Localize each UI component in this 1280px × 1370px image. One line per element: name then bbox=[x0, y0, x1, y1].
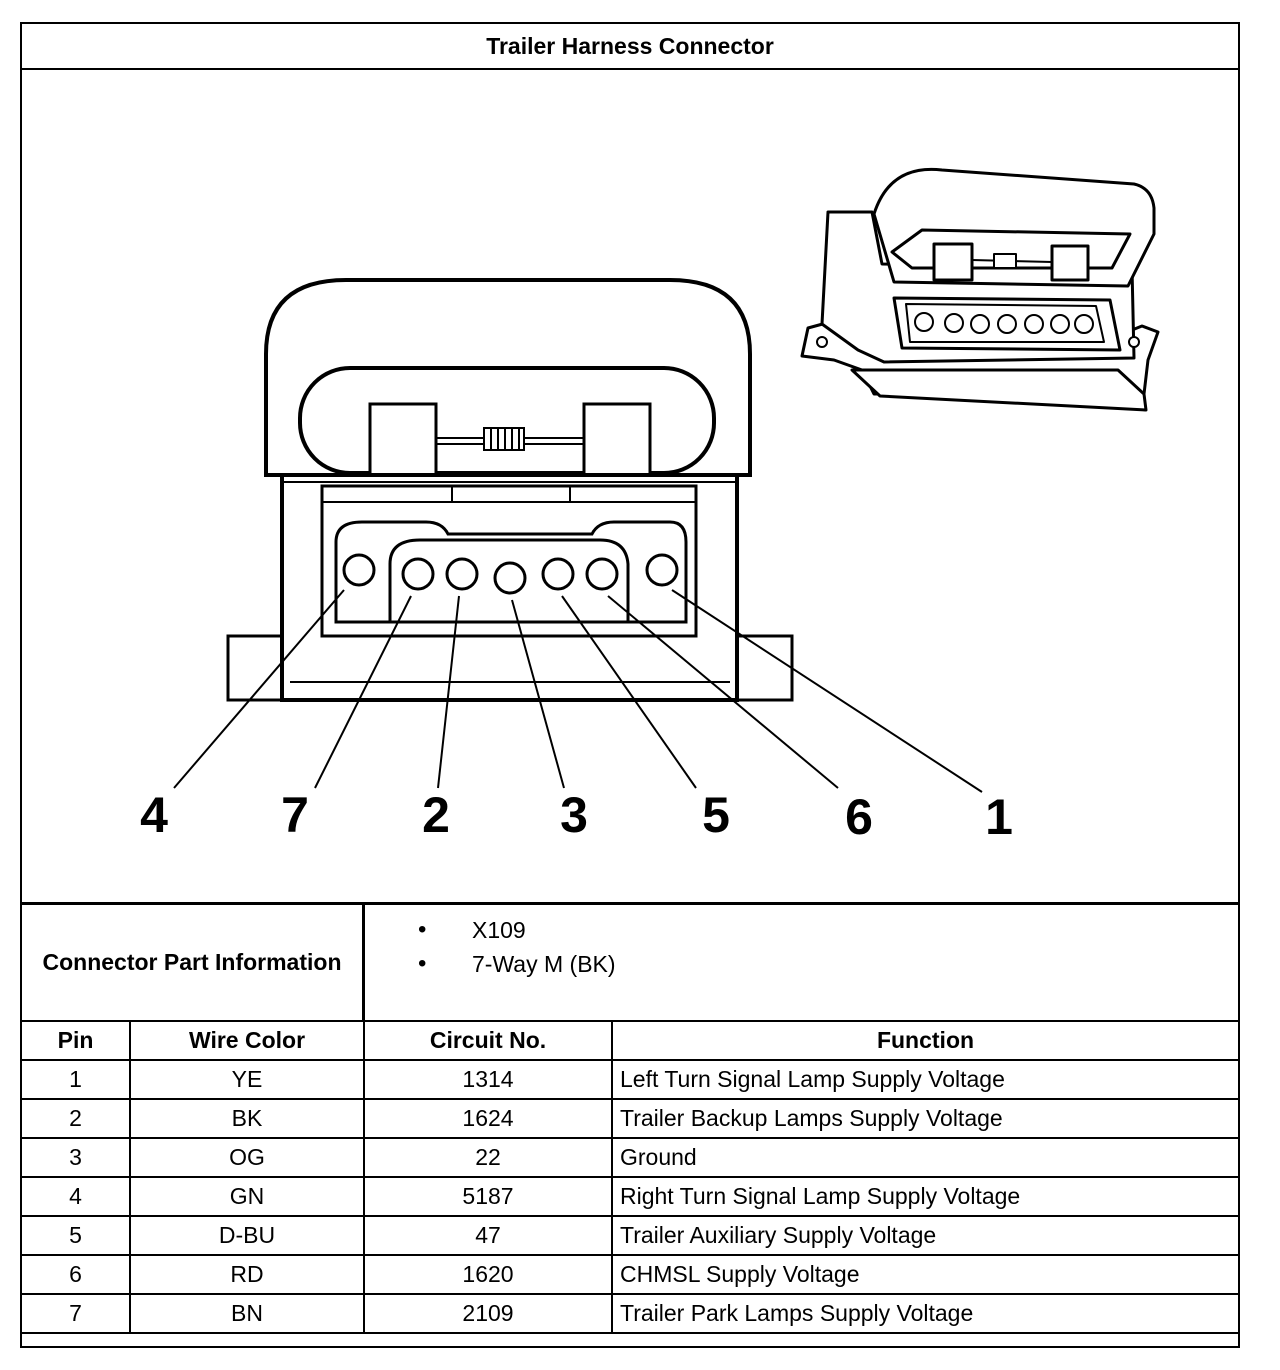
sheet-title: Trailer Harness Connector bbox=[22, 24, 1238, 70]
header-wire-color: Wire Color bbox=[129, 1020, 365, 1061]
table-row: 4 GN 5187 Right Turn Signal Lamp Supply … bbox=[20, 1176, 1240, 1217]
header-function: Function bbox=[611, 1020, 1240, 1061]
pin-callout-3: 3 bbox=[560, 787, 588, 843]
connector-diagram: 4 7 2 3 5 6 1 bbox=[140, 167, 1160, 845]
table-row: 3 OG 22 Ground bbox=[20, 1137, 1240, 1178]
circuit-cell: 2109 bbox=[363, 1293, 613, 1334]
table-row: 2 BK 1624 Trailer Backup Lamps Supply Vo… bbox=[20, 1098, 1240, 1139]
pin-table-header: Pin Wire Color Circuit No. Function bbox=[20, 1020, 1240, 1061]
wire-color-cell: YE bbox=[129, 1059, 365, 1100]
function-cell: Trailer Auxiliary Supply Voltage bbox=[611, 1215, 1240, 1256]
pin-callout-5: 5 bbox=[702, 787, 730, 843]
pin-6-contact bbox=[585, 557, 619, 591]
circuit-cell: 5187 bbox=[363, 1176, 613, 1217]
pin-3-contact bbox=[493, 561, 527, 595]
function-cell: Left Turn Signal Lamp Supply Voltage bbox=[611, 1059, 1240, 1100]
table-row: 5 D-BU 47 Trailer Auxiliary Supply Volta… bbox=[20, 1215, 1240, 1256]
table-row: 7 BN 2109 Trailer Park Lamps Supply Volt… bbox=[20, 1293, 1240, 1334]
function-cell: CHMSL Supply Voltage bbox=[611, 1254, 1240, 1295]
pin-callout-1: 1 bbox=[985, 789, 1013, 845]
leader-lines bbox=[173, 589, 983, 793]
connector-sheet: Trailer Harness Connector bbox=[20, 22, 1240, 1348]
part-info-item: 7-Way M (BK) bbox=[418, 949, 616, 983]
wire-color-cell: RD bbox=[129, 1254, 365, 1295]
part-info-item: X109 bbox=[418, 915, 616, 949]
connector-iso-view bbox=[800, 167, 1160, 412]
wire-color-cell: BK bbox=[129, 1098, 365, 1139]
pin-cell: 7 bbox=[20, 1293, 131, 1334]
pin-1-contact bbox=[645, 553, 679, 587]
wire-color-cell: GN bbox=[129, 1176, 365, 1217]
circuit-cell: 1620 bbox=[363, 1254, 613, 1295]
circuit-cell: 1624 bbox=[363, 1098, 613, 1139]
pin-callout-6: 6 bbox=[845, 789, 873, 845]
connector-part-info: Connector Part Information X109 7-Way M … bbox=[22, 902, 1238, 1022]
latch-opening bbox=[298, 366, 716, 475]
latch-tab-right bbox=[582, 402, 652, 478]
pin-table: Pin Wire Color Circuit No. Function 1 YE… bbox=[20, 1020, 1240, 1334]
latch-tab-left bbox=[368, 402, 438, 478]
part-info-list: X109 7-Way M (BK) bbox=[418, 915, 616, 983]
pin-cell: 5 bbox=[20, 1215, 131, 1256]
function-cell: Right Turn Signal Lamp Supply Voltage bbox=[611, 1176, 1240, 1217]
pin-2-contact bbox=[445, 557, 479, 591]
pin-cell: 4 bbox=[20, 1176, 131, 1217]
header-pin: Pin bbox=[20, 1020, 131, 1061]
pin-cell: 2 bbox=[20, 1098, 131, 1139]
iso-base-plate bbox=[850, 368, 1148, 412]
pin-4-contact bbox=[342, 553, 376, 587]
connector-face-view bbox=[173, 278, 983, 793]
wire-color-cell: D-BU bbox=[129, 1215, 365, 1256]
pin-cavity bbox=[334, 520, 688, 624]
table-row: 6 RD 1620 CHMSL Supply Voltage bbox=[20, 1254, 1240, 1295]
circuit-cell: 47 bbox=[363, 1215, 613, 1256]
pin-7-contact bbox=[401, 557, 435, 591]
circuit-cell: 1314 bbox=[363, 1059, 613, 1100]
pin-cell: 3 bbox=[20, 1137, 131, 1178]
part-info-label: Connector Part Information bbox=[22, 905, 365, 1020]
circuit-cell: 22 bbox=[363, 1137, 613, 1178]
function-cell: Ground bbox=[611, 1137, 1240, 1178]
pin-callouts: 4 7 2 3 5 6 1 bbox=[140, 787, 1013, 845]
pin-cell: 1 bbox=[20, 1059, 131, 1100]
wire-color-cell: OG bbox=[129, 1137, 365, 1178]
table-row: 1 YE 1314 Left Turn Signal Lamp Supply V… bbox=[20, 1059, 1240, 1100]
function-cell: Trailer Backup Lamps Supply Voltage bbox=[611, 1098, 1240, 1139]
wire-color-cell: BN bbox=[129, 1293, 365, 1334]
pin-callout-7: 7 bbox=[281, 787, 309, 843]
pin-callout-4: 4 bbox=[140, 787, 168, 843]
pin-callout-2: 2 bbox=[422, 787, 450, 843]
pin-5-contact bbox=[541, 557, 575, 591]
header-circuit-no: Circuit No. bbox=[363, 1020, 613, 1061]
pin-cell: 6 bbox=[20, 1254, 131, 1295]
function-cell: Trailer Park Lamps Supply Voltage bbox=[611, 1293, 1240, 1334]
